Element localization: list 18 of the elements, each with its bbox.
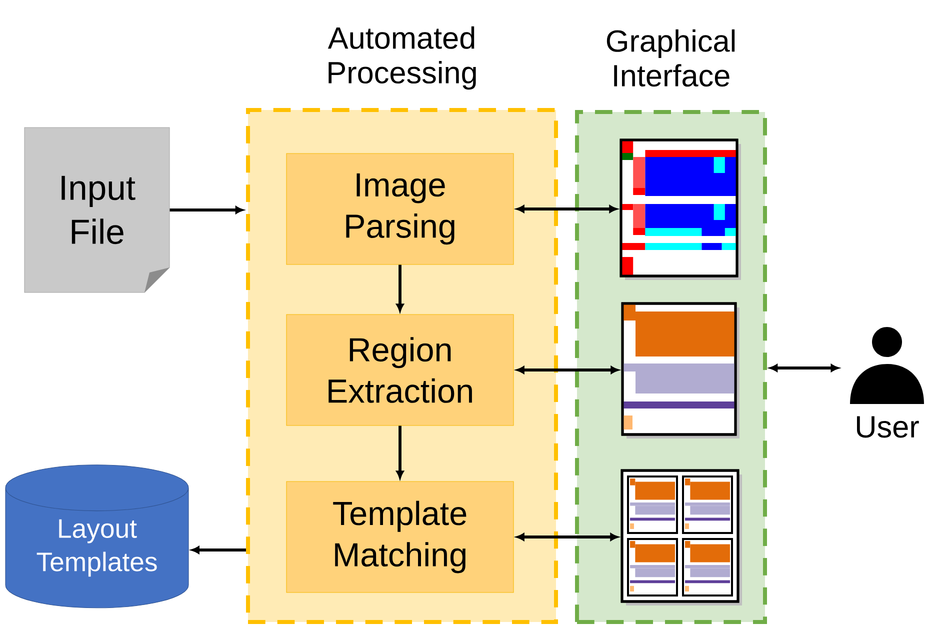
arrow: [170, 206, 244, 214]
arrow: [192, 546, 246, 554]
node-label: User: [857, 416, 919, 438]
node-label: Automated Processing: [328, 26, 476, 90]
arrow: [516, 205, 618, 213]
arrow: [770, 364, 839, 372]
process-box: Image Parsing: [286, 153, 514, 265]
arrow: [396, 426, 404, 478]
picture: [620, 138, 741, 280]
process-box: Template Matching: [286, 481, 514, 593]
database-cylinder: Layout Templates: [5, 464, 189, 608]
process-box: Region Extraction: [286, 314, 514, 426]
arrow: [516, 366, 619, 374]
node-label: Graphical Interface: [606, 29, 735, 87]
picture: [620, 469, 742, 606]
picture: [621, 302, 740, 438]
arrow: [396, 264, 404, 312]
arrow: [516, 533, 618, 541]
